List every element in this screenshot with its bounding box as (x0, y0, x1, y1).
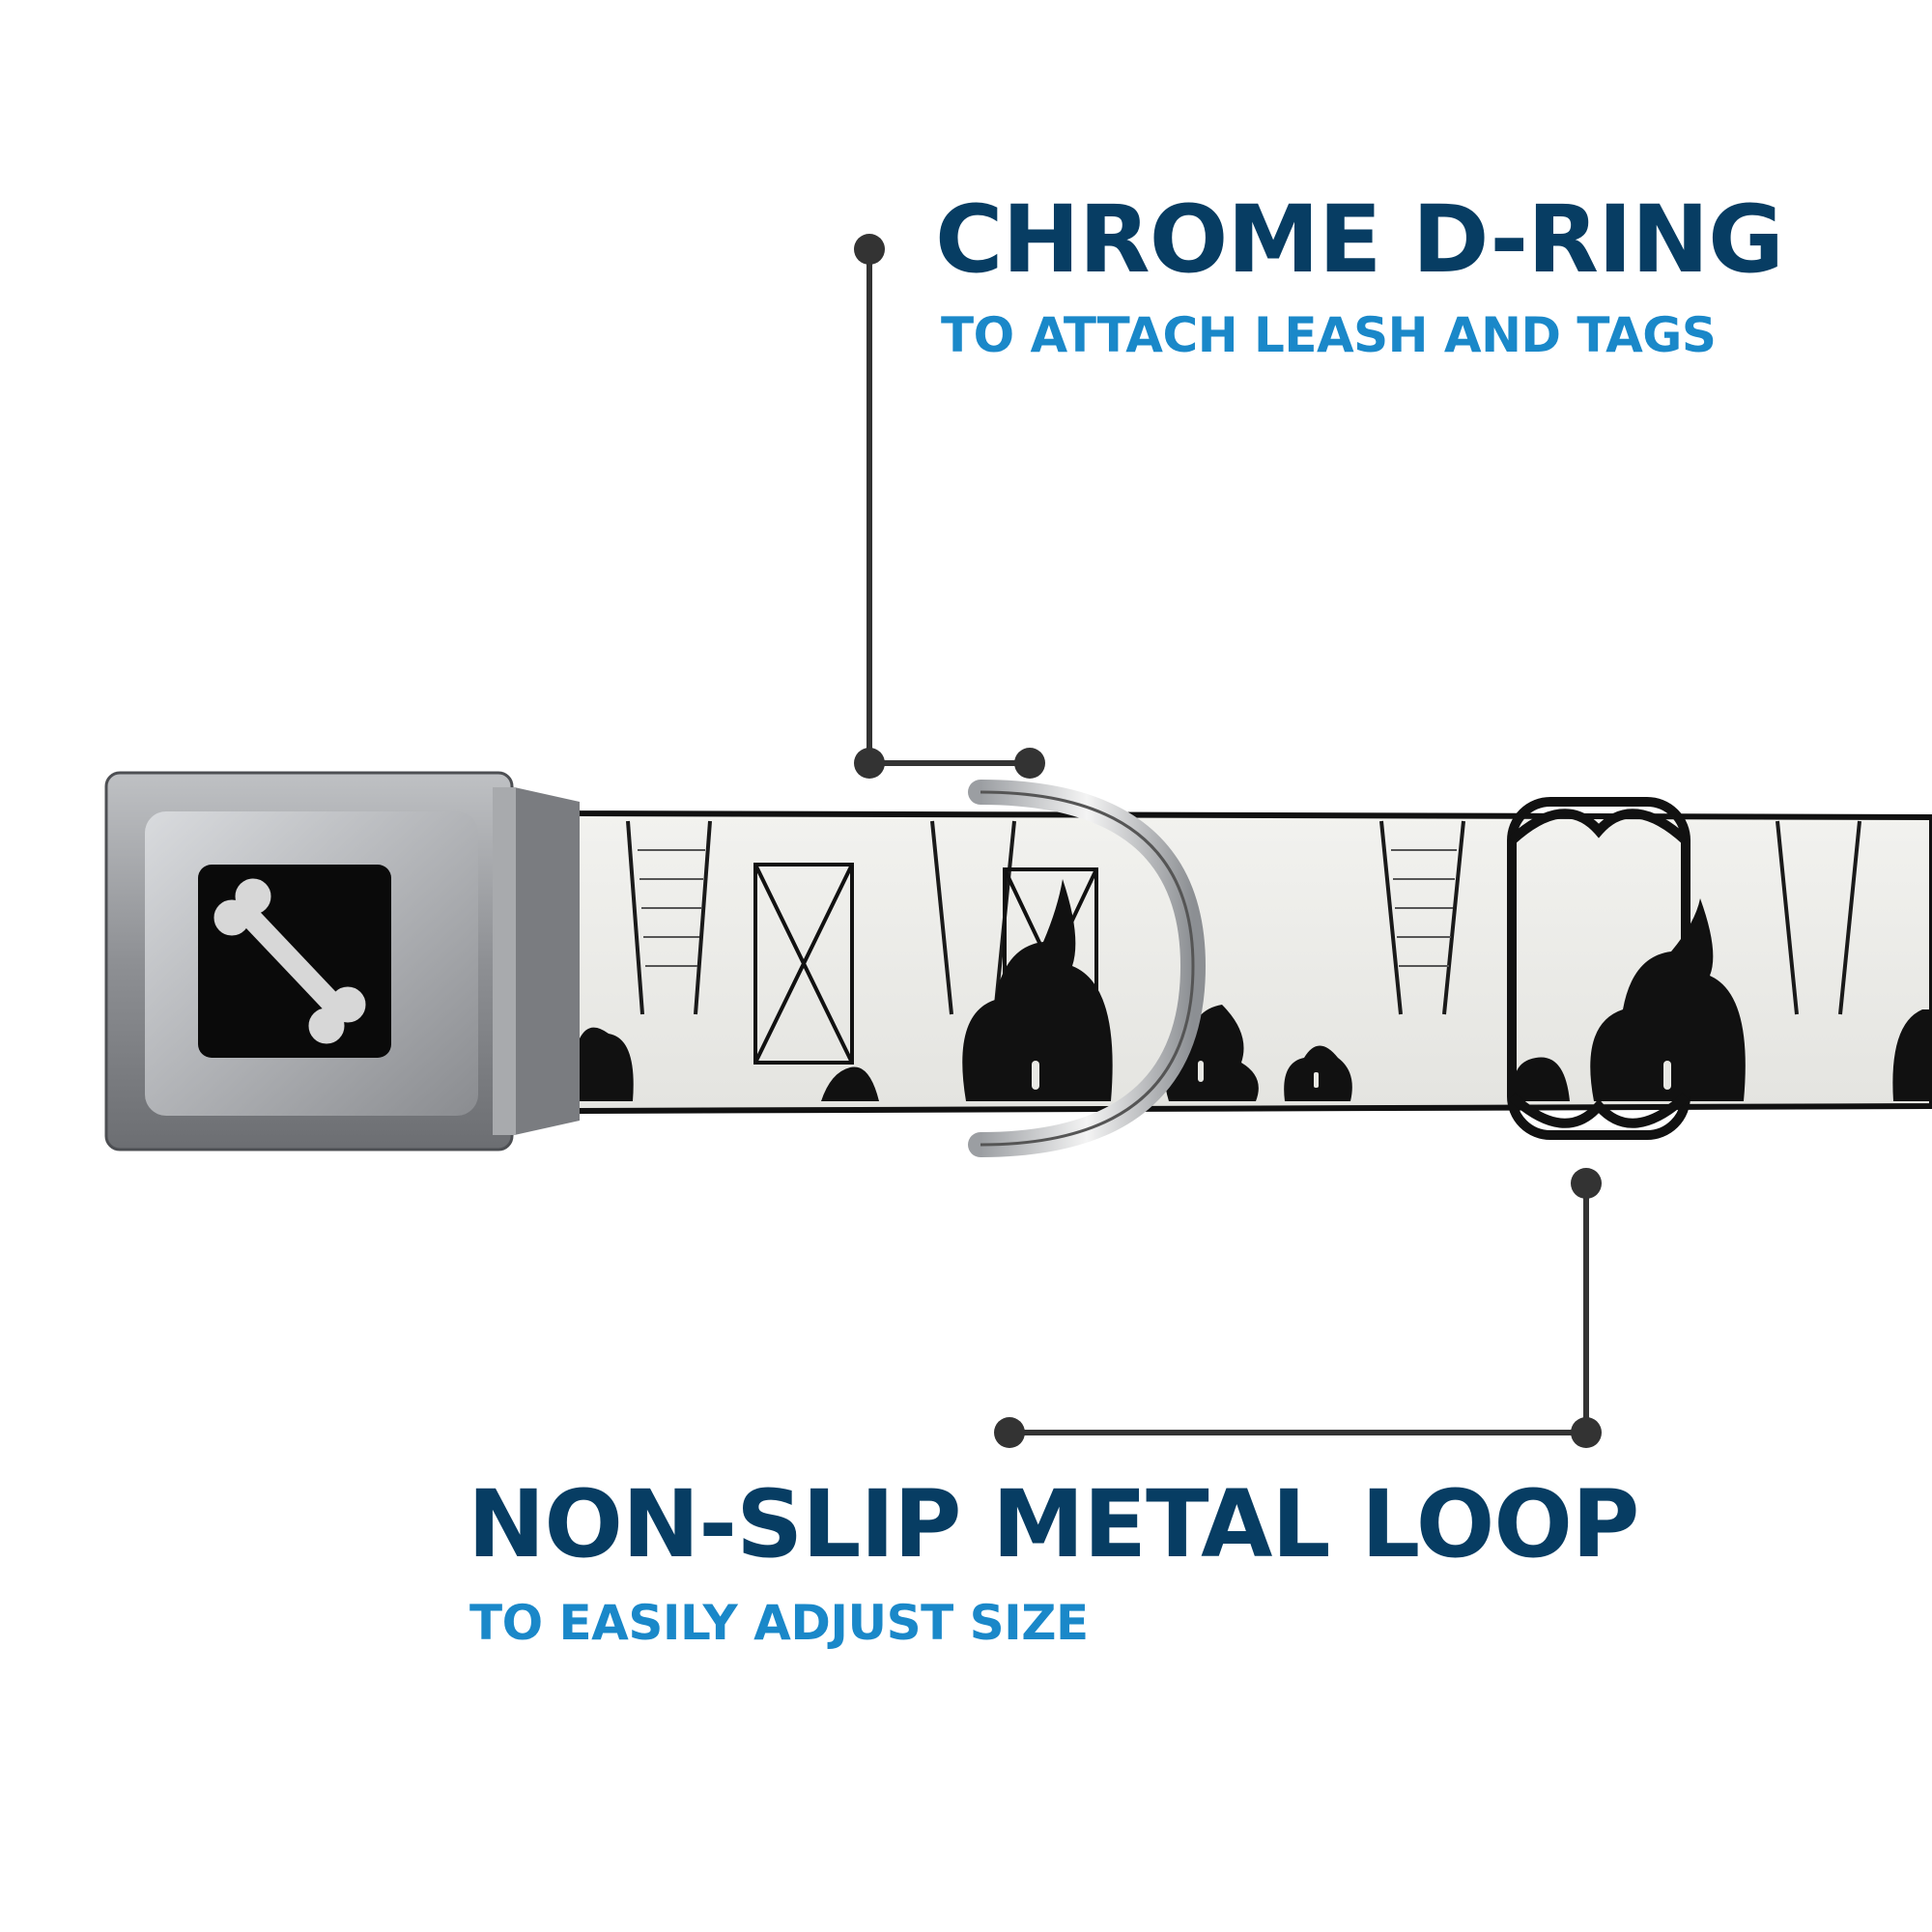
collar-strap (538, 808, 1932, 1115)
seatbelt-buckle[interactable] (104, 771, 516, 1151)
strap-print-poop (549, 879, 1932, 1101)
callout-loop-dots (994, 1168, 1602, 1448)
callout-dring-connector (867, 249, 1030, 766)
strap-print-stripes (638, 849, 1457, 967)
bone-icon (213, 878, 366, 1044)
strap-print-poop-faces (1032, 1061, 1671, 1090)
loop-title: NON-SLIP METAL LOOP (468, 1470, 1639, 1578)
strap-print-legs (626, 820, 1861, 1015)
loop-subtitle: TO EASILY ADJUST SIZE (469, 1595, 1089, 1651)
dring-title: CHROME D-RING (935, 185, 1784, 294)
callout-dring-dots (854, 234, 1045, 779)
callout-loop-connector (1009, 1183, 1589, 1435)
metal-slide-loop[interactable] (1507, 797, 1690, 1140)
chrome-d-ring[interactable] (968, 780, 1207, 1157)
dring-subtitle: TO ATTACH LEASH AND TAGS (941, 307, 1717, 363)
